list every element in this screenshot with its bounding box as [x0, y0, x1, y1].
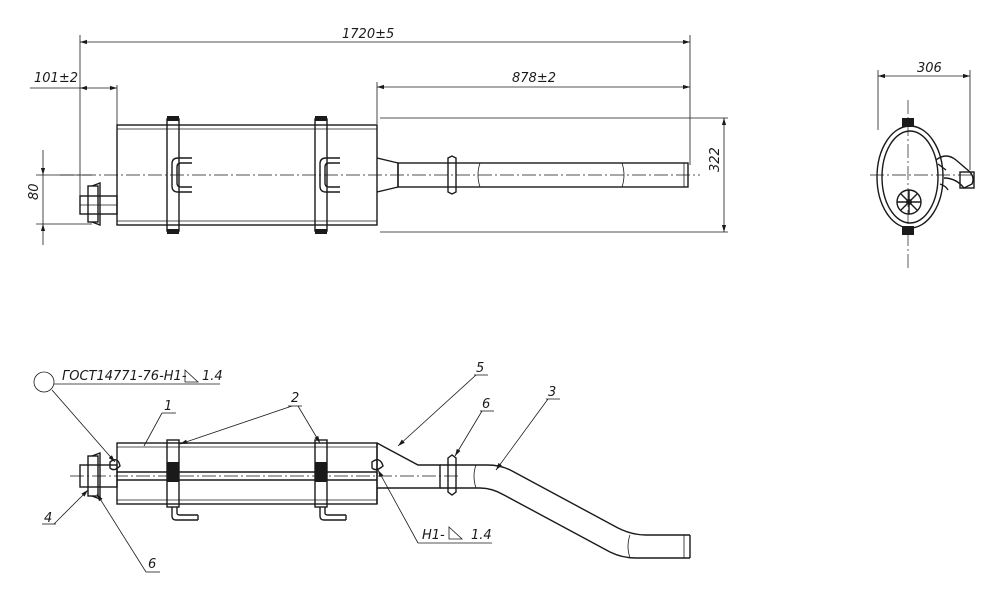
inlet-offset-label: 101±2	[34, 71, 78, 86]
part-6-left-label: 6	[148, 557, 156, 572]
clamp-left	[166, 116, 192, 234]
assembly-view: ГОСТ14771-76-Н1- 1.4 Н1- 1.4 1 2 5	[33, 361, 691, 573]
muffler-body	[116, 124, 378, 226]
weld-spec-bottom-label: Н1-	[422, 528, 445, 543]
part-2-label: 2	[291, 391, 299, 406]
callout-part-3: 3	[495, 385, 560, 471]
outlet-elbow	[935, 155, 975, 191]
weld-callout-bottom: Н1- 1.4	[377, 469, 492, 544]
part-6-right-label: 6	[482, 397, 490, 412]
height-label: 322	[708, 147, 723, 172]
part-5-label: 5	[476, 361, 484, 376]
body-outline-outer	[876, 125, 944, 229]
callout-part-6-right: 6	[454, 397, 494, 457]
tail-pipe	[440, 464, 691, 559]
part-3-label: 3	[548, 385, 556, 400]
inlet-pipe	[79, 181, 118, 227]
outlet-pipe	[376, 155, 689, 195]
callout-part-6-left: 6	[96, 493, 160, 573]
callout-part-4: 4	[42, 489, 89, 526]
callout-part-5: 5	[397, 361, 488, 447]
assembly-clamp-right	[314, 439, 347, 521]
part-1-label: 1	[164, 399, 172, 414]
assembly-inlet-flange	[79, 451, 121, 501]
overall-length-label: 1720±5	[342, 27, 394, 42]
callout-part-2: 2	[179, 391, 321, 445]
weld-leg-bottom-label: 1.4	[471, 528, 492, 543]
end-view: 306	[870, 61, 975, 270]
body-outline-inner	[881, 130, 939, 224]
inlet-height-label: 80	[27, 183, 42, 200]
assembly-clamp-left	[166, 439, 199, 521]
weld-callout-top: ГОСТ14771-76-Н1- 1.4	[33, 369, 223, 463]
inlet-fan-symbol	[896, 189, 922, 215]
clamp-right	[314, 116, 340, 234]
width-label: 306	[917, 61, 942, 76]
weld-spec-top-label: ГОСТ14771-76-Н1-	[62, 369, 187, 384]
side-view: 1720±5 101±2 878±2 322 80	[27, 27, 728, 245]
weld-leg-top-label: 1.4	[202, 369, 223, 384]
part-4-label: 4	[44, 511, 52, 526]
outlet-cone	[376, 442, 441, 489]
assembly-body	[116, 442, 378, 505]
callout-part-1: 1	[143, 399, 176, 447]
tail-length-label: 878±2	[512, 71, 556, 86]
outlet-flange	[447, 454, 457, 496]
